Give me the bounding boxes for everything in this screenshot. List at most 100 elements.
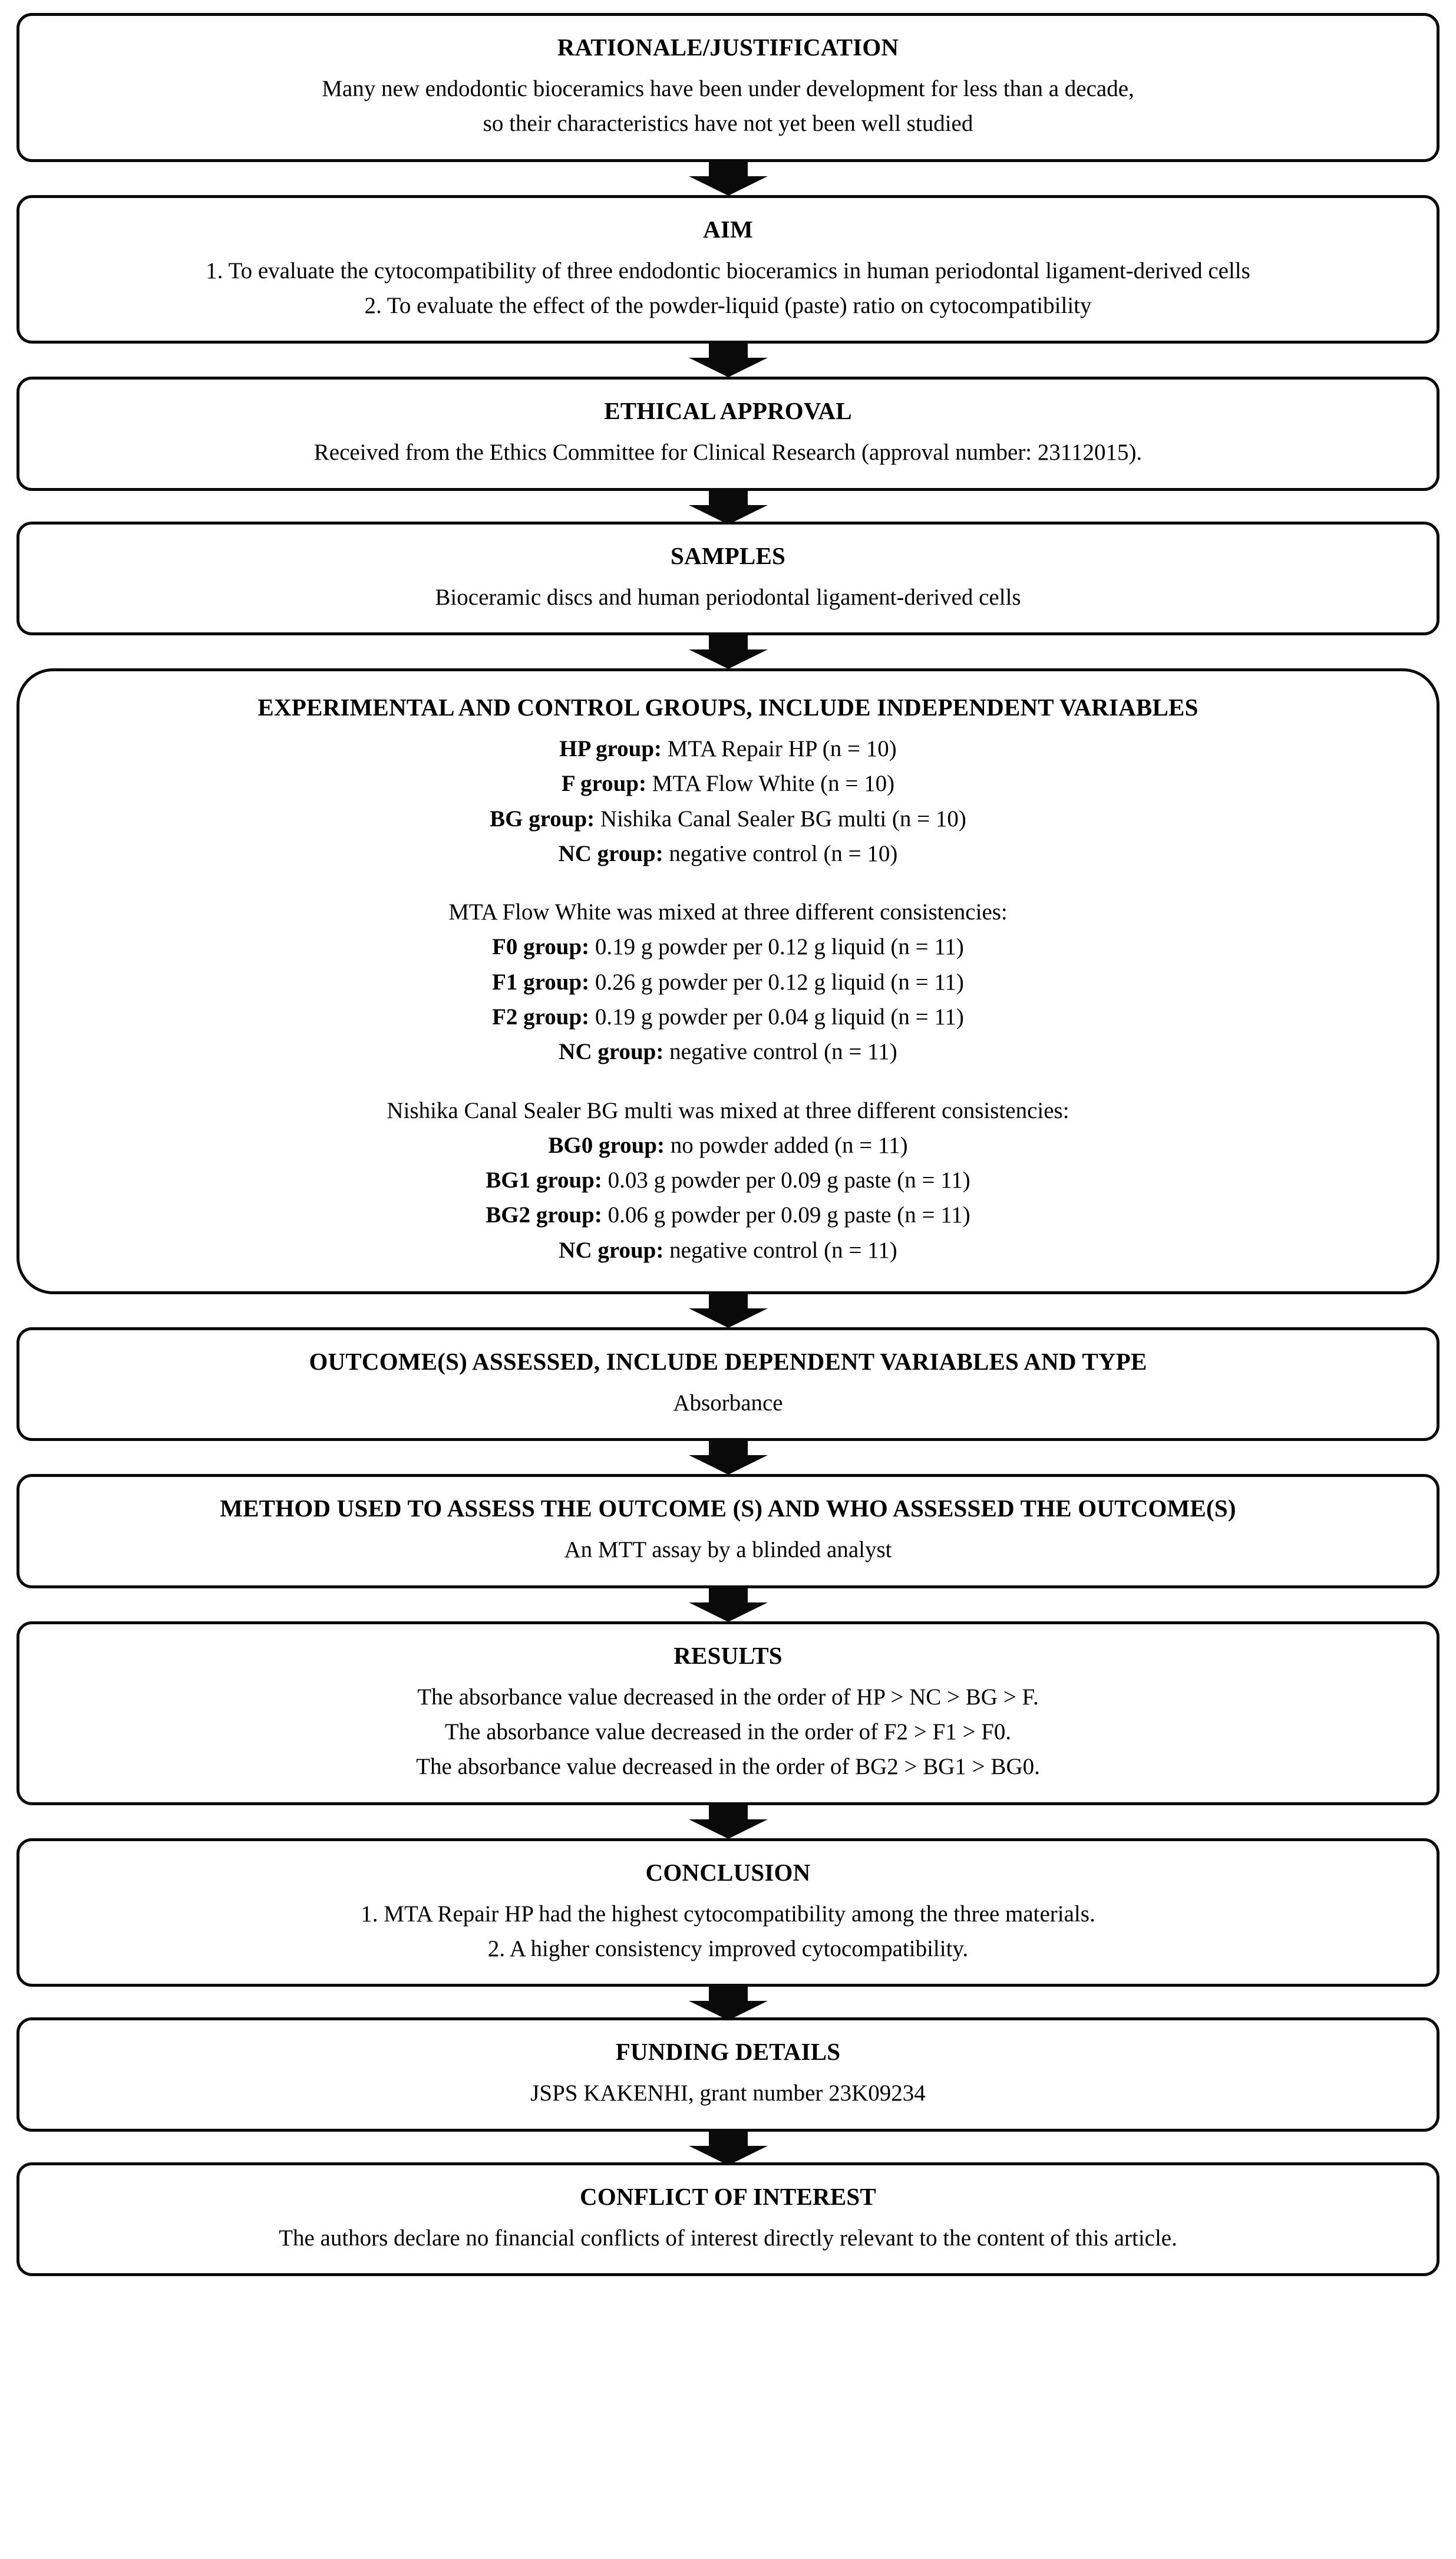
group-item-hp-text: MTA Repair HP (n = 10) [662, 736, 897, 762]
group-item-bg0: BG0 group: no powder added (n = 11) [43, 1128, 1413, 1163]
node-funding-line-1: JSPS KAKENHI, grant number 23K09234 [530, 2080, 926, 2106]
node-funding-title: FUNDING DETAILS [615, 2038, 841, 2066]
node-ethical-approval: ETHICAL APPROVAL Received from the Ethic… [16, 377, 1440, 491]
node-conclusion-line-1: 1. MTA Repair HP had the highest cytocom… [361, 1901, 1095, 1927]
group-item-hp-label: HP group: [559, 736, 662, 762]
node-rationale-line-1: Many new endodontic bioceramics have bee… [322, 76, 1134, 102]
node-rationale-title: RATIONALE/JUSTIFICATION [557, 34, 899, 61]
node-ethical-approval-title: ETHICAL APPROVAL [604, 397, 852, 425]
node-ethical-approval-line-1: Received from the Ethics Committee for C… [313, 440, 1143, 466]
group-item-hp: HP group: MTA Repair HP (n = 10) [43, 731, 1413, 766]
bg-consistency-block: Nishika Canal Sealer BG multi was mixed … [43, 1093, 1413, 1268]
node-samples-line-1: Bioceramic discs and human periodontal l… [435, 584, 1021, 610]
arrow-head-icon [688, 2145, 768, 2165]
node-aim: AIM 1. To evaluate the cytocompatibility… [16, 194, 1440, 344]
arrow-funding-to-conflict [688, 2131, 768, 2165]
node-results-line-3: The absorbance value decreased in the or… [416, 1754, 1040, 1780]
group-item-nc-bg-text: negative control (n = 11) [663, 1237, 897, 1263]
node-outcomes-title: OUTCOME(S) ASSESSED, INCLUDE DEPENDENT V… [309, 1347, 1147, 1375]
node-conflict-line-1: The authors declare no financial conflic… [279, 2225, 1177, 2251]
arrow-head-icon [688, 1308, 768, 1328]
node-rationale-line-2: so their characteristics have not yet be… [483, 111, 973, 137]
flow-consistency-heading: MTA Flow White was mixed at three differ… [448, 899, 1008, 925]
arrow-method-to-results [688, 1588, 768, 1622]
group-item-bg2-text: 0.06 g powder per 0.09 g paste (n = 11) [602, 1202, 970, 1228]
group-item-bg1-text: 0.03 g powder per 0.09 g paste (n = 11) [602, 1168, 970, 1193]
group-item-f-label: F group: [561, 771, 646, 797]
flow-consistency-block: MTA Flow White was mixed at three differ… [43, 895, 1413, 1069]
arrow-shaft [708, 1987, 748, 2003]
group-item-nc-text: negative control (n = 10) [663, 840, 898, 866]
group-item-nc-bg: NC group: negative control (n = 11) [43, 1233, 1413, 1268]
group-item-f2-label: F2 group: [492, 1004, 590, 1030]
node-results-line-1: The absorbance value decreased in the or… [417, 1684, 1039, 1710]
node-conflict-of-interest: CONFLICT OF INTEREST The authors declare… [16, 2162, 1440, 2276]
node-conclusion-line-2: 2. A higher consistency improved cytocom… [487, 1935, 969, 1961]
group-item-nc-flow-label: NC group: [559, 1039, 664, 1065]
node-samples-title: SAMPLES [670, 542, 786, 569]
arrow-head-icon [688, 358, 768, 378]
arrow-shaft [708, 1441, 748, 1457]
group-item-f2-text: 0.19 g powder per 0.04 g liquid (n = 11) [589, 1004, 964, 1030]
group-item-nc-flow: NC group: negative control (n = 11) [43, 1034, 1413, 1069]
group-item-f-text: MTA Flow White (n = 10) [646, 771, 895, 797]
arrow-ethical-approval-to-samples [688, 490, 768, 525]
flowchart-container: RATIONALE/JUSTIFICATION Many new endodon… [16, 13, 1440, 2276]
group-item-f1-label: F1 group: [492, 969, 590, 995]
node-outcomes: OUTCOME(S) ASSESSED, INCLUDE DEPENDENT V… [16, 1327, 1440, 1442]
arrow-head-icon [688, 1455, 768, 1475]
group-item-bg0-label: BG0 group: [548, 1132, 665, 1158]
group-item-bg-text: Nishika Canal Sealer BG multi (n = 10) [595, 806, 966, 832]
node-outcomes-line-1: Absorbance [673, 1390, 783, 1416]
node-samples: SAMPLES Bioceramic discs and human perio… [16, 521, 1440, 636]
node-conclusion: CONCLUSION 1. MTA Repair HP had the high… [16, 1838, 1440, 1987]
node-results-line-2: The absorbance value decreased in the or… [444, 1719, 1012, 1745]
group-item-f: F group: MTA Flow White (n = 10) [43, 766, 1413, 801]
arrow-shaft [708, 1294, 748, 1310]
arrow-rationale-to-aim [688, 161, 768, 196]
arrow-shaft [708, 635, 748, 651]
bg-consistency-heading: Nishika Canal Sealer BG multi was mixed … [387, 1097, 1069, 1123]
group-item-f0-text: 0.19 g powder per 0.12 g liquid (n = 11) [589, 934, 964, 960]
arrow-head-icon [688, 504, 768, 525]
group-item-f0: F0 group: 0.19 g powder per 0.12 g liqui… [43, 929, 1413, 964]
group-item-f0-label: F0 group: [492, 934, 590, 960]
node-rationale: RATIONALE/JUSTIFICATION Many new endodon… [16, 13, 1440, 162]
arrow-results-to-conclusion [688, 1805, 768, 1839]
arrow-conclusion-to-funding [688, 1987, 768, 2021]
arrow-groups-to-outcomes [688, 1294, 768, 1328]
group-item-nc-flow-text: negative control (n = 11) [663, 1039, 897, 1065]
group-item-nc-label: NC group: [558, 840, 663, 866]
node-results: RESULTS The absorbance value decreased i… [16, 1621, 1440, 1805]
node-results-title: RESULTS [673, 1641, 783, 1669]
arrow-outcomes-to-method [688, 1441, 768, 1475]
group-item-bg: BG group: Nishika Canal Sealer BG multi … [43, 802, 1413, 836]
arrow-shaft [708, 2131, 748, 2147]
node-conclusion-title: CONCLUSION [645, 1858, 811, 1886]
arrow-shaft [708, 1805, 748, 1821]
node-experimental-groups: EXPERIMENTAL AND CONTROL GROUPS, INCLUDE… [16, 668, 1440, 1294]
node-aim-line-1: 1. To evaluate the cytocompatibility of … [206, 258, 1250, 283]
arrow-shaft [708, 161, 748, 177]
node-method-title: METHOD USED TO ASSESS THE OUTCOME (S) AN… [220, 1495, 1236, 1522]
arrow-shaft [708, 490, 748, 506]
arrow-head-icon [688, 2001, 768, 2021]
node-aim-line-2: 2. To evaluate the effect of the powder-… [364, 293, 1092, 319]
node-conflict-title: CONFLICT OF INTEREST [580, 2182, 876, 2210]
arrow-aim-to-ethical-approval [688, 344, 768, 378]
group-item-bg1: BG1 group: 0.03 g powder per 0.09 g past… [43, 1163, 1413, 1198]
arrow-head-icon [688, 649, 768, 670]
arrow-shaft [708, 1588, 748, 1604]
node-method-line-1: An MTT assay by a blinded analyst [564, 1537, 892, 1563]
group-item-f2: F2 group: 0.19 g powder per 0.04 g liqui… [43, 1000, 1413, 1034]
group-item-bg2-label: BG2 group: [486, 1202, 602, 1228]
group-item-nc: NC group: negative control (n = 10) [43, 836, 1413, 871]
group-item-nc-bg-label: NC group: [559, 1237, 664, 1263]
node-method: METHOD USED TO ASSESS THE OUTCOME (S) AN… [16, 1474, 1440, 1588]
group-item-bg-label: BG group: [490, 806, 595, 832]
arrow-head-icon [688, 176, 768, 196]
group-item-bg0-text: no powder added (n = 11) [664, 1132, 908, 1158]
group-item-bg2: BG2 group: 0.06 g powder per 0.09 g past… [43, 1198, 1413, 1232]
group-item-f1: F1 group: 0.26 g powder per 0.12 g liqui… [43, 965, 1413, 1000]
arrow-head-icon [688, 1602, 768, 1622]
